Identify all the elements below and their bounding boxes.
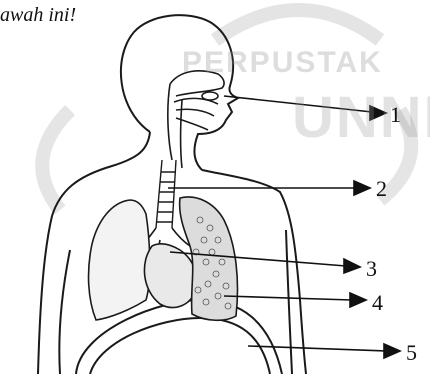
watermark-bottom: UNNE [292, 84, 430, 151]
label-2: 2 [376, 176, 387, 202]
watermark-top: PERPUSTAK [182, 46, 383, 80]
left-lung [89, 200, 150, 320]
label-4: 4 [372, 290, 383, 316]
nasal-cavity [168, 71, 224, 168]
label-5: 5 [406, 340, 417, 366]
pointer-5 [248, 346, 386, 351]
label-1: 1 [390, 102, 401, 128]
trachea [156, 160, 176, 228]
caption-fragment: awah ini! [0, 4, 76, 27]
label-3: 3 [366, 256, 377, 282]
